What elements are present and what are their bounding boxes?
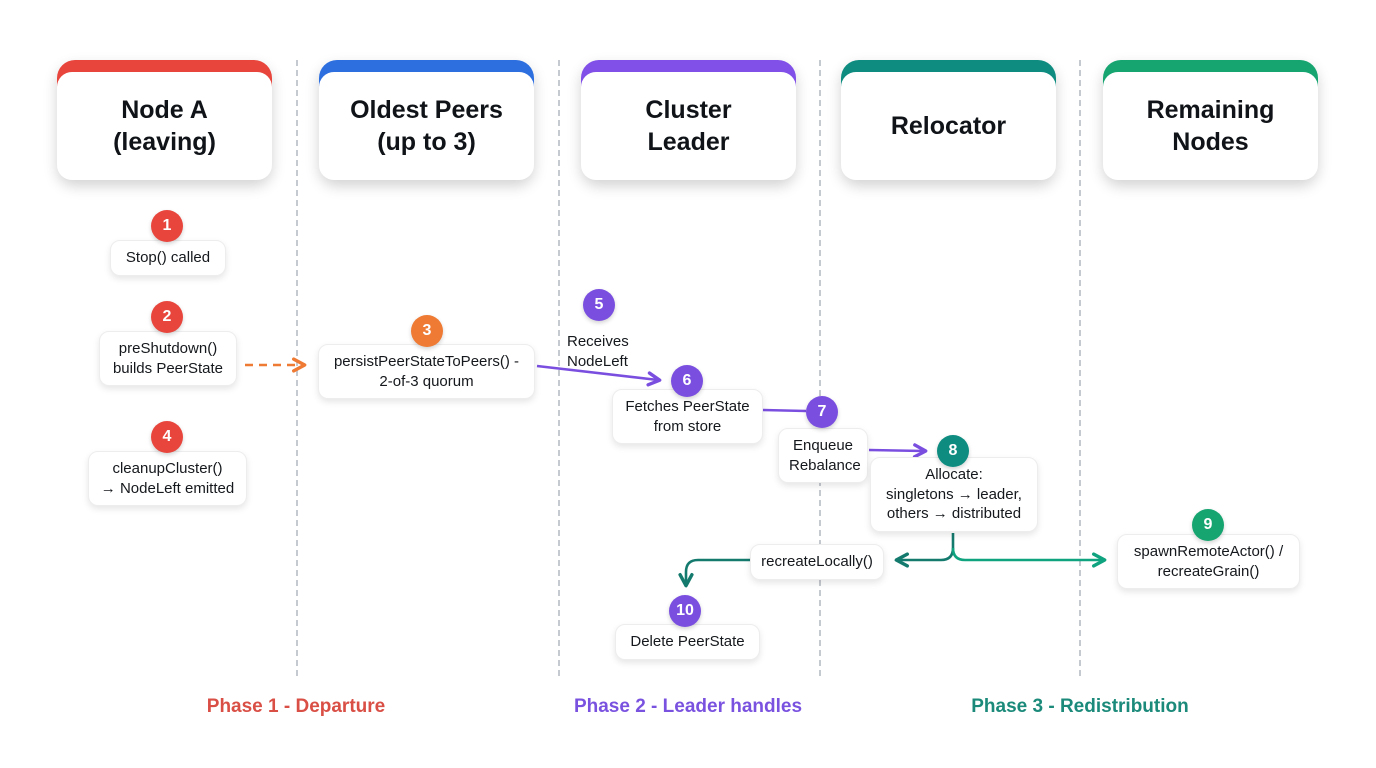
step-card-delete-peerstate: Delete PeerState bbox=[615, 624, 760, 660]
lane-separator bbox=[1079, 60, 1081, 676]
lane-separator bbox=[558, 60, 560, 676]
step-badge-7: 7 bbox=[806, 396, 838, 428]
phase-label-1: Phase 1 - Departure bbox=[206, 696, 386, 717]
step-card-fetches-peerstate: Fetches PeerState from store bbox=[612, 389, 763, 444]
step-label: Delete PeerState bbox=[630, 633, 745, 650]
arrow-enqueue-to-allocate bbox=[868, 443, 928, 459]
arrow-allocate-to-recreatelocally bbox=[894, 533, 955, 568]
phase-label-2: Phase 2 - Leader handles bbox=[573, 696, 803, 717]
label-card-recreate-locally: recreateLocally() bbox=[750, 544, 884, 580]
step-card-spawn-remote: spawnRemoteActor() / recreateGrain() bbox=[1117, 534, 1300, 589]
lane-header-cluster-leader: Cluster Leader bbox=[581, 60, 796, 180]
lane-header-remaining-nodes: Remaining Nodes bbox=[1103, 60, 1318, 180]
step-badge-5: 5 bbox=[583, 289, 615, 321]
lane-header-oldest-peers: Oldest Peers (up to 3) bbox=[319, 60, 534, 180]
step-label: cleanupCluster() → NodeLeft emitted bbox=[100, 460, 235, 497]
step-badge-2: 2 bbox=[151, 301, 183, 333]
step-label: Stop() called bbox=[125, 249, 211, 266]
lane-header-node-a: Node A (leaving) bbox=[57, 60, 272, 180]
lane-title: Cluster Leader bbox=[645, 96, 732, 156]
step-card-persist-peerstate: persistPeerStateToPeers() - 2-of-3 quoru… bbox=[318, 344, 535, 399]
step-badge-1: 1 bbox=[151, 210, 183, 242]
step-label: Enqueue Rebalance bbox=[789, 437, 861, 474]
lane-header-relocator: Relocator bbox=[841, 60, 1056, 180]
arrow-recreatelocally-to-delete bbox=[678, 558, 750, 588]
step-card-enqueue-rebalance: Enqueue Rebalance bbox=[778, 428, 868, 483]
lane-title: Node A (leaving) bbox=[113, 96, 216, 156]
lane-title: Remaining Nodes bbox=[1146, 96, 1275, 156]
step-badge-3: 3 bbox=[411, 315, 443, 347]
step-badge-8: 8 bbox=[937, 435, 969, 467]
step-label: recreateLocally() bbox=[761, 553, 873, 570]
lane-title: Relocator bbox=[890, 112, 1007, 140]
step-label: persistPeerStateToPeers() - 2-of-3 quoru… bbox=[333, 353, 520, 390]
lane-separator bbox=[819, 60, 821, 676]
step-badge-4: 4 bbox=[151, 421, 183, 453]
lane-title: Oldest Peers (up to 3) bbox=[350, 96, 503, 156]
step-card-preshutdown: preShutdown() builds PeerState bbox=[99, 331, 237, 386]
step-card-stop-called: Stop() called bbox=[110, 240, 226, 276]
step-badge-10: 10 bbox=[669, 595, 701, 627]
step-label: Allocate: singletons → leader, others → … bbox=[886, 466, 1022, 522]
step-label: preShutdown() builds PeerState bbox=[112, 340, 224, 377]
lane-separator bbox=[296, 60, 298, 676]
phase-label-3: Phase 3 - Redistribution bbox=[971, 696, 1189, 717]
step-label: Fetches PeerState from store bbox=[625, 398, 750, 435]
step-badge-9: 9 bbox=[1192, 509, 1224, 541]
step-card-allocate: Allocate: singletons → leader, others → … bbox=[870, 457, 1038, 532]
step-badge-6: 6 bbox=[671, 365, 703, 397]
step-label-receives-nodeleft: Receives NodeLeft bbox=[567, 333, 629, 370]
connector-fetch-to-enqueue bbox=[762, 408, 807, 413]
step-label: spawnRemoteActor() / recreateGrain() bbox=[1133, 543, 1284, 580]
step-card-cleanup-cluster: cleanupCluster() → NodeLeft emitted bbox=[88, 451, 247, 506]
